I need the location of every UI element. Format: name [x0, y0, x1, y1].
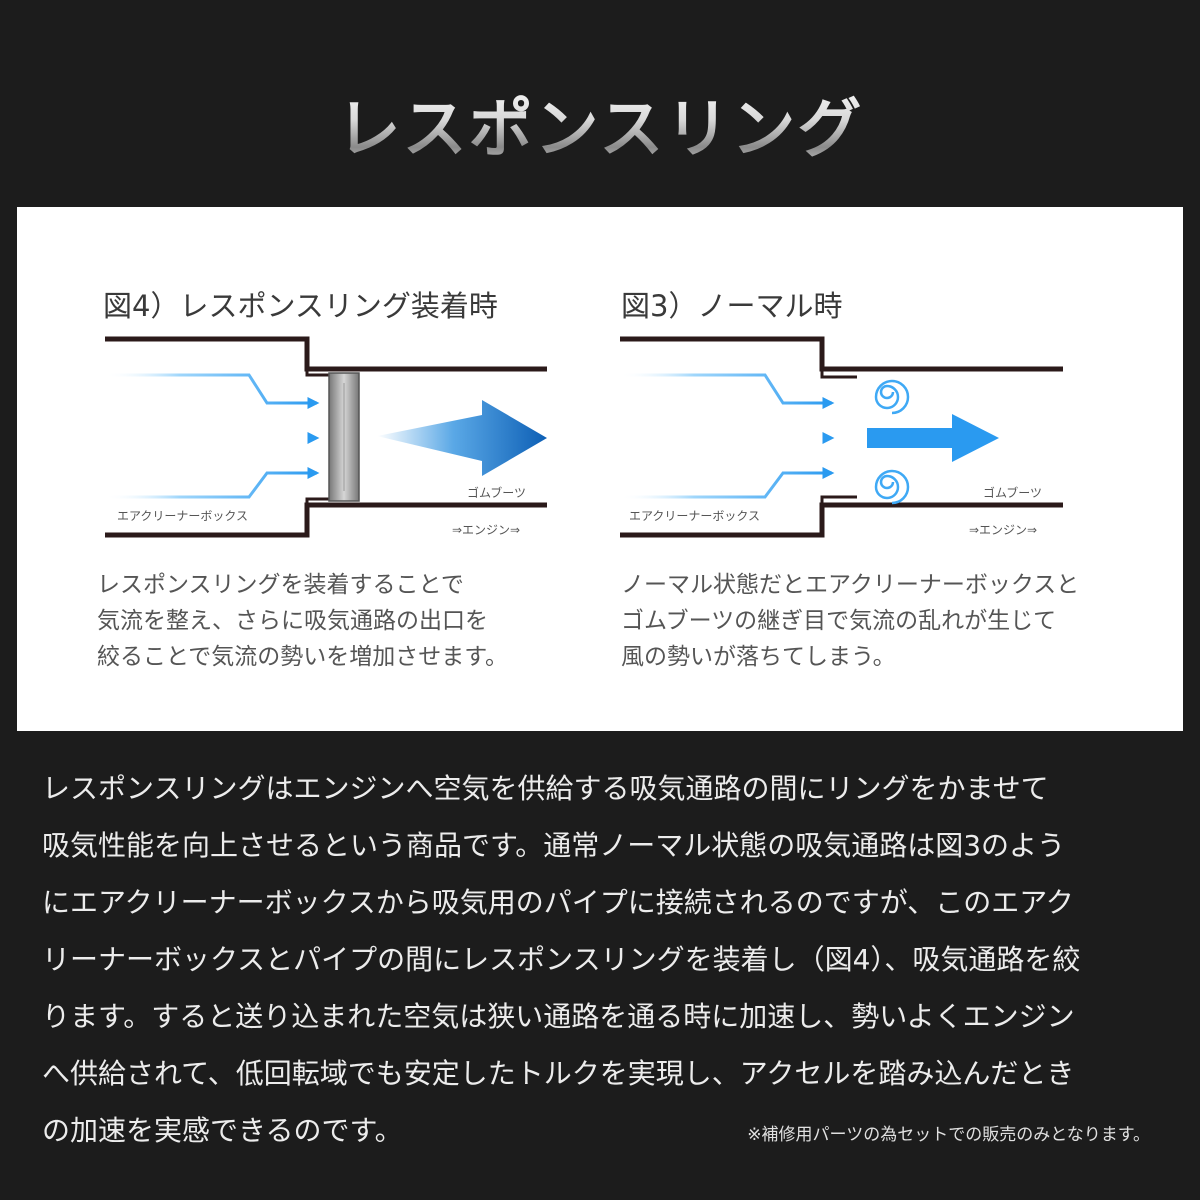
- fig3-lower-wall: [620, 502, 1063, 538]
- turbulence-swirl-top-icon: [874, 379, 910, 415]
- fig3-lower-wall-inner: [820, 495, 857, 505]
- fig4-label-box: エアクリーナーボックス: [117, 509, 248, 523]
- description-line: へ供給されて、低回転域でも安定したトルクを実現し、アクセルを踏み込んだとき: [42, 1057, 1075, 1090]
- description-line: レスポンスリングはエンジンへ空気を供給する吸気通路の間にリングをかませて: [42, 772, 1049, 805]
- description-line: にエアクリーナーボックスから吸気用のパイプに接続されるのですが、このエアク: [42, 886, 1074, 919]
- page-title: レスポンスリング: [0, 78, 1200, 170]
- figure4-caption: レスポンスリングを装着することで 気流を整え、さらに吸気通路の出口を 絞ることで…: [97, 567, 508, 675]
- figure3-title: 図3）ノーマル時: [621, 289, 843, 323]
- caption-line: 気流を整え、さらに吸気通路の出口を: [97, 608, 488, 634]
- fig4-label-boot: ゴムブーツ: [467, 485, 526, 500]
- figure4-diagram: エアクリーナーボックス ゴムブーツ ⇒エンジン⇒: [105, 336, 547, 538]
- airflow-diagrams: エアクリーナーボックス ゴムブーツ ⇒エンジン⇒ エアクリーナーボックス: [105, 336, 1063, 538]
- fig3-upper-wall-inner: [820, 369, 857, 379]
- fig4-label-engine: ⇒エンジン⇒: [452, 523, 520, 537]
- fig4-lower-wall: [105, 502, 547, 538]
- caption-line: 絞ることで気流の勢いを増加させます。: [97, 644, 509, 670]
- diagram-panel: 図4）レスポンスリング装着時 図3）ノーマル時: [17, 207, 1183, 731]
- caption-line: ノーマル状態だとエアクリーナーボックスと: [621, 572, 1080, 598]
- figure3-caption: ノーマル状態だとエアクリーナーボックスと ゴムブーツの継ぎ目で気流の乱れが生じて…: [621, 567, 1079, 675]
- fig3-flow-arrow: [867, 414, 999, 462]
- fig4-upper-wall: [105, 336, 547, 372]
- figure3-diagram: エアクリーナーボックス ゴムブーツ ⇒エンジン⇒: [620, 336, 1063, 538]
- fig3-upper-wall: [620, 336, 1063, 372]
- caption-line: レスポンスリングを装着することで: [97, 572, 464, 598]
- description-line: リーナーボックスとパイプの間にレスポンスリングを装着し（図4）、吸気通路を絞: [42, 943, 1081, 976]
- caption-line: ゴムブーツの継ぎ目で気流の乱れが生じて: [621, 608, 1057, 634]
- fig3-label-box: エアクリーナーボックス: [629, 509, 760, 523]
- description-line: の加速を実感できるのです。: [42, 1114, 403, 1147]
- fig3-flow-line-top: [620, 373, 835, 409]
- description-line: ります。すると送り込まれた空気は狭い通路を通る時に加速し、勢いよくエンジン: [42, 1000, 1075, 1033]
- fig3-label-engine: ⇒エンジン⇒: [969, 523, 1037, 537]
- caption-line: 風の勢いが落ちてしまう。: [621, 644, 896, 670]
- fig3-label-boot: ゴムブーツ: [983, 485, 1042, 500]
- description-line: 吸気性能を向上させるという商品です。通常ノーマル状態の吸気通路は図3のよう: [42, 829, 1066, 862]
- fig4-big-arrow: [377, 400, 547, 476]
- turbulence-swirl-bottom-icon: [874, 469, 910, 505]
- description-text: レスポンスリングはエンジンへ空気を供給する吸気通路の間にリングをかませて 吸気性…: [42, 760, 1162, 1159]
- fig4-flow-line-bottom: [105, 467, 320, 499]
- fig3-flow-line-bottom: [620, 467, 835, 499]
- fig4-flow-line-top: [105, 373, 320, 409]
- footnote: ※補修用パーツの為セットでの販売のみとなります。: [747, 1125, 1150, 1145]
- figure4-title: 図4）レスポンスリング装着時: [103, 289, 498, 323]
